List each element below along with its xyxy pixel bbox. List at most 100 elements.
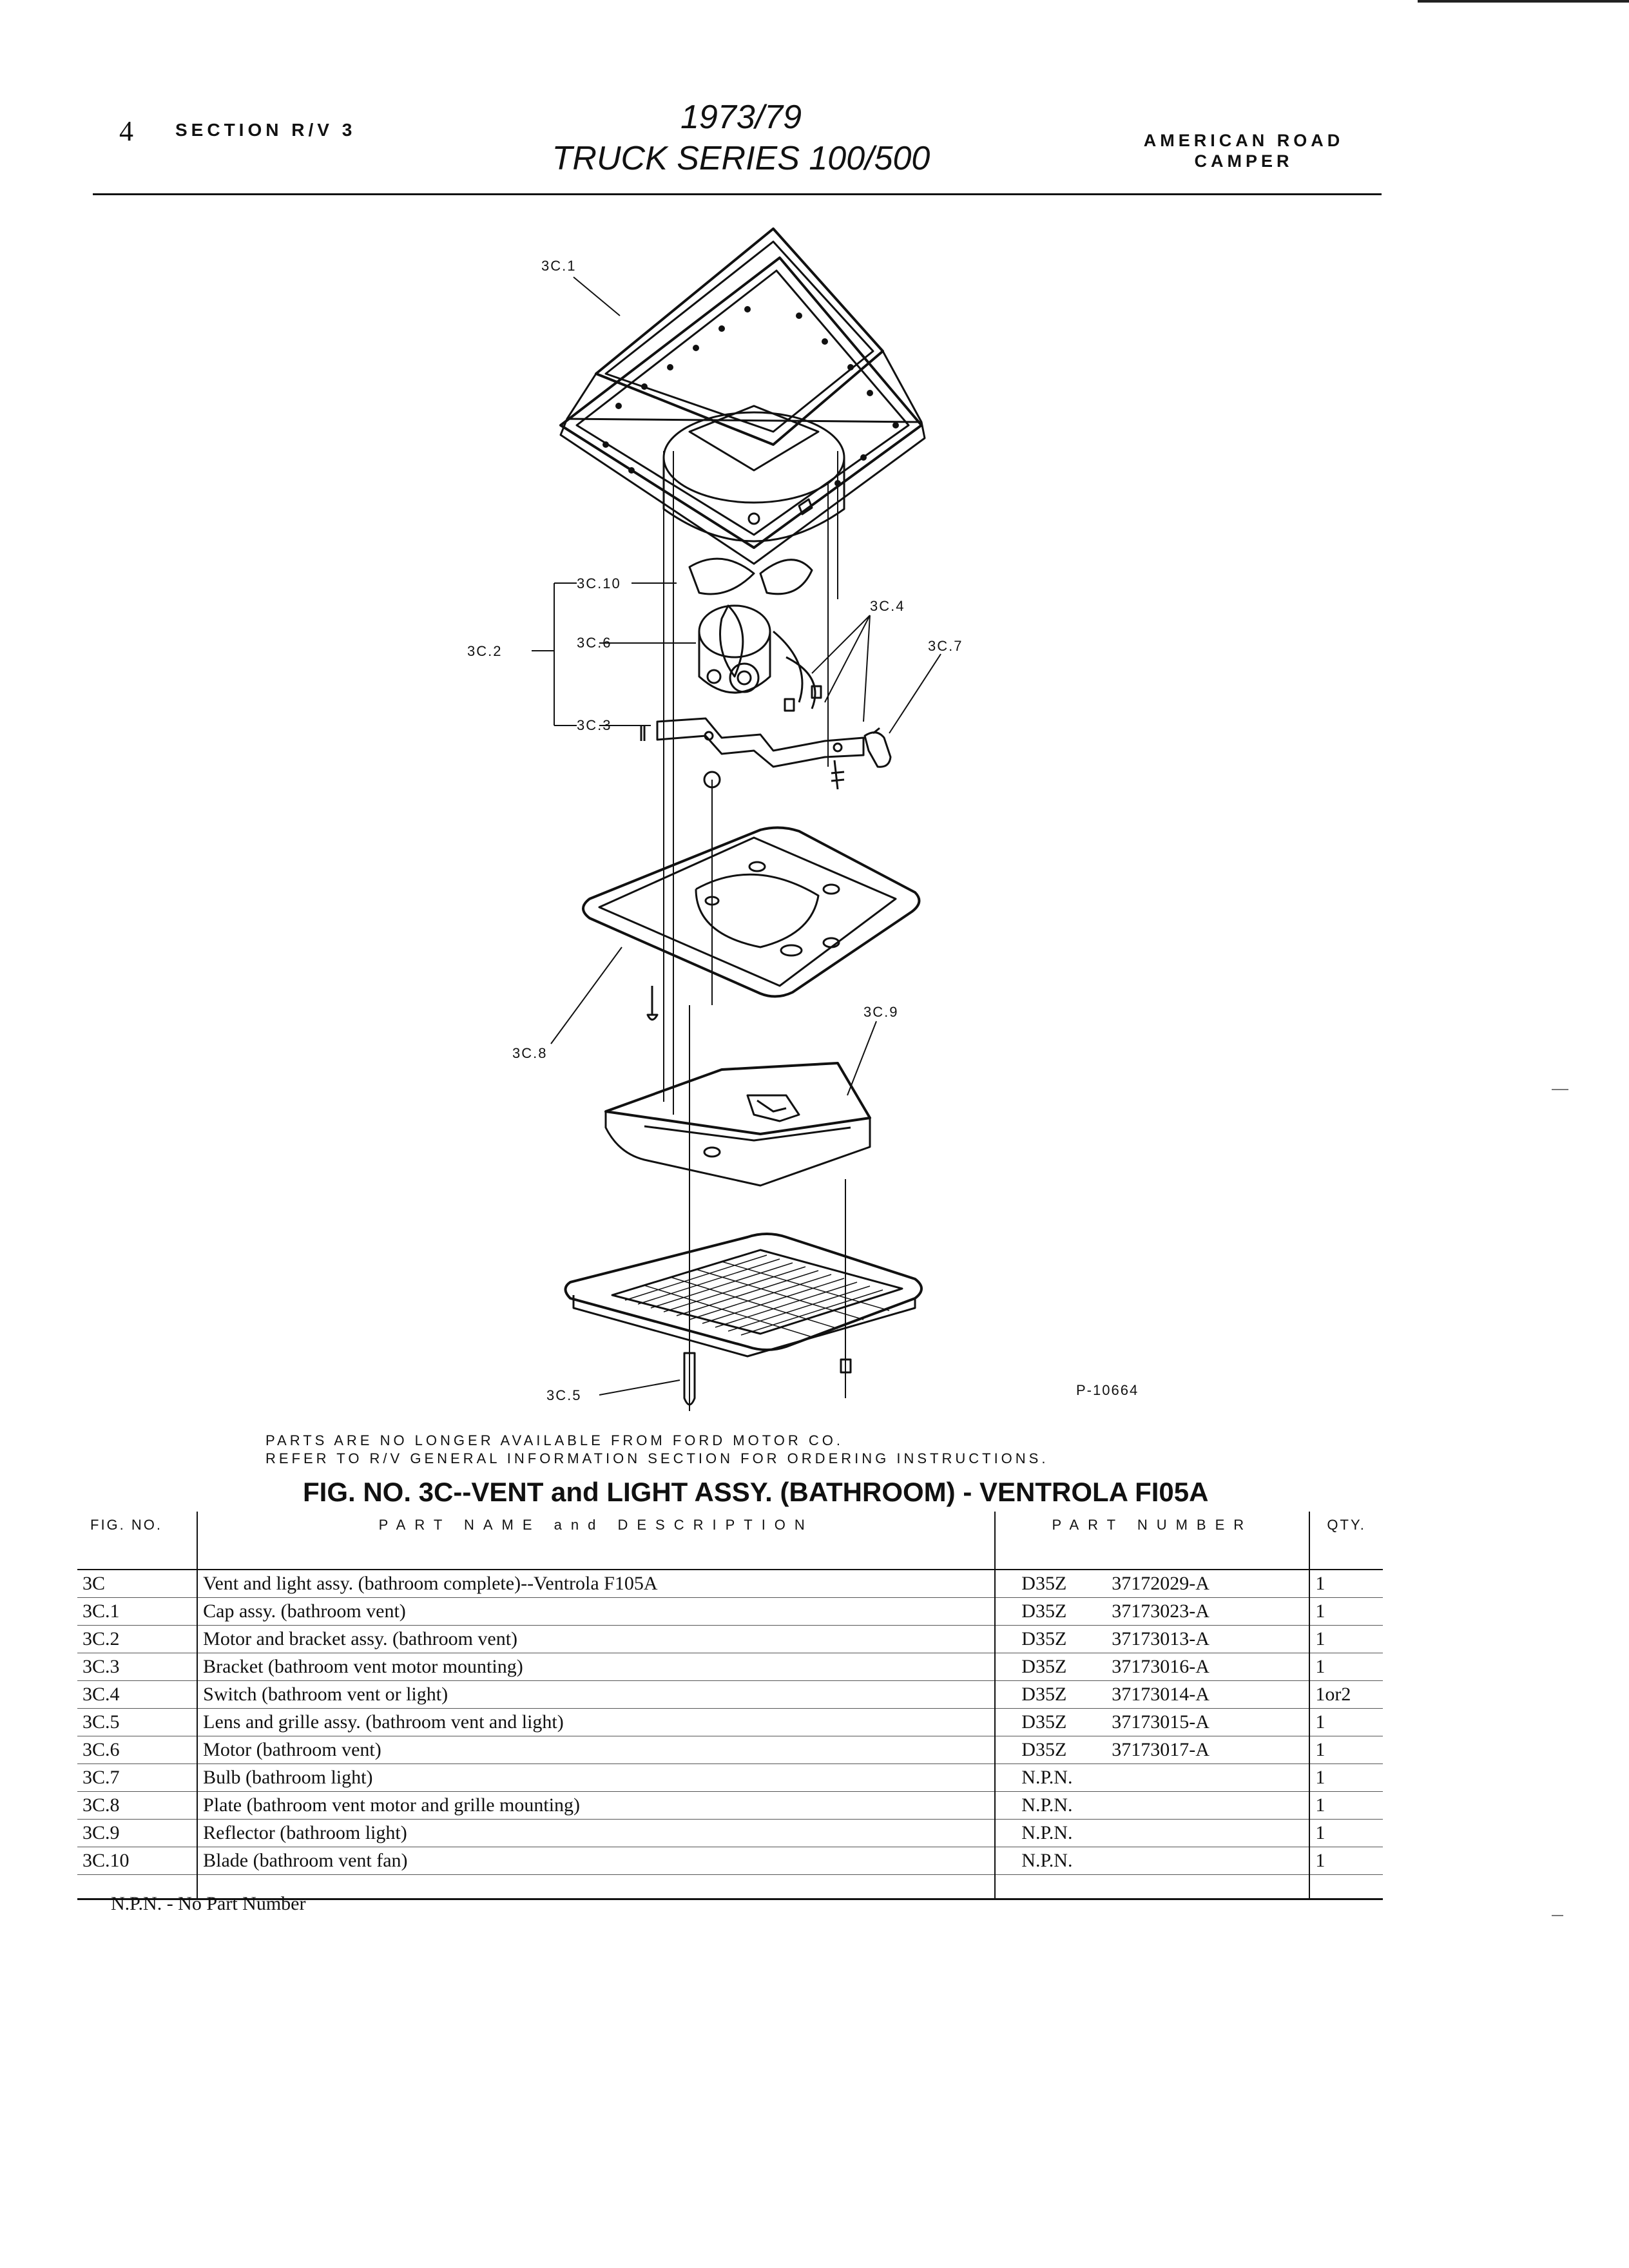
page-number: 4	[119, 115, 133, 147]
bulb-drawing	[863, 727, 892, 768]
cap-assembly-drawing	[559, 227, 926, 565]
callout-3c2: 3C.2	[467, 643, 502, 659]
cell-fig-no: 3C	[77, 1570, 198, 1598]
availability-notice: PARTS ARE NO LONGER AVAILABLE FROM FORD …	[265, 1432, 1048, 1468]
corner-rule	[1418, 0, 1629, 3]
exploded-view-diagram: 3C.1 3C.10 3C.2 3C.6 3C.3 3C.4 3C.7 3C.8…	[467, 227, 1139, 1411]
cell-qty: 1or2	[1309, 1680, 1383, 1709]
cell-qty: 1	[1309, 1708, 1383, 1736]
margin-mark	[1552, 1089, 1568, 1090]
cell-part-number: D35Z 37173014-A	[994, 1680, 1310, 1709]
motor-bracket-drawing	[640, 498, 865, 790]
footnote: N.P.N. - No Part Number	[111, 1893, 306, 1914]
section-label: SECTION R/V 3	[175, 120, 356, 140]
publisher-line2: CAMPER	[1194, 151, 1293, 171]
cell-fig-no: 3C.8	[77, 1791, 198, 1820]
cell-qty: 1	[1309, 1736, 1383, 1764]
cell-qty: 1	[1309, 1847, 1383, 1875]
callout-3c9: 3C.9	[863, 1004, 898, 1020]
part-number-prefix: D35Z	[1021, 1600, 1067, 1622]
cell-description: Plate (bathroom vent motor and grille mo…	[197, 1791, 996, 1820]
cell-qty: 1	[1309, 1570, 1383, 1598]
lens-grille-drawing	[564, 1233, 923, 1406]
figure-title: FIG. NO. 3C--VENT and LIGHT ASSY. (BATHR…	[303, 1477, 1209, 1507]
part-number-value: 37173014-A	[1112, 1684, 1210, 1705]
cell-part-number: N.P.N.	[994, 1791, 1310, 1820]
cell-part-number: D35Z 37173016-A	[994, 1653, 1310, 1681]
cell-qty: 1	[1309, 1625, 1383, 1653]
callout-3c10: 3C.10	[577, 575, 621, 591]
cell-fig-no: 3C.10	[77, 1847, 198, 1875]
callout-3c6: 3C.6	[577, 635, 612, 651]
cell-fig-no: 3C.2	[77, 1625, 198, 1653]
title-year: 1973/79	[680, 99, 802, 136]
part-number-prefix: D35Z	[1021, 1656, 1067, 1677]
cell-description: Motor (bathroom vent)	[197, 1736, 996, 1764]
cell-fig-no: 3C.5	[77, 1708, 198, 1736]
callout-3c1: 3C.1	[541, 258, 576, 274]
cell-qty: 1	[1309, 1819, 1383, 1847]
reflector-drawing	[604, 1062, 871, 1187]
page-title: 1973/79 TRUCK SERIES 100/500	[503, 97, 979, 179]
cell-fig-no: 3C.3	[77, 1653, 198, 1681]
header-part-name: PART NAME and DESCRIPTION	[197, 1512, 996, 1570]
cell-part-number: N.P.N.	[994, 1819, 1310, 1847]
cell-part-number: N.P.N.	[994, 1847, 1310, 1875]
part-number-prefix: N.P.N.	[1021, 1767, 1073, 1788]
mounting-plate-drawing	[582, 826, 921, 1021]
cell-empty	[77, 1874, 198, 1900]
cell-fig-no: 3C.9	[77, 1819, 198, 1847]
part-number-prefix: D35Z	[1021, 1711, 1067, 1733]
cell-empty	[1309, 1874, 1383, 1900]
part-number-prefix: N.P.N.	[1021, 1794, 1073, 1816]
part-number-prefix: D35Z	[1021, 1739, 1067, 1760]
part-number-prefix: D35Z	[1021, 1684, 1067, 1705]
cell-part-number: N.P.N.	[994, 1763, 1310, 1792]
table-header-row: FIG. NO. PART NAME and DESCRIPTION PART …	[77, 1512, 1383, 1570]
cell-fig-no: 3C.7	[77, 1763, 198, 1792]
header-qty: QTY.	[1309, 1512, 1383, 1570]
header-part-number: PART NUMBER	[994, 1512, 1310, 1570]
part-number-value: 37172029-A	[1112, 1573, 1210, 1594]
part-number-prefix: N.P.N.	[1021, 1850, 1073, 1871]
drawing-number: P-10664	[1076, 1382, 1139, 1398]
cell-description: Bracket (bathroom vent motor mounting)	[197, 1653, 996, 1681]
cell-description: Lens and grille assy. (bathroom vent and…	[197, 1708, 996, 1736]
part-number-value: 37173013-A	[1112, 1628, 1210, 1649]
cell-description: Motor and bracket assy. (bathroom vent)	[197, 1625, 996, 1653]
publisher-line1: AMERICAN ROAD	[1143, 131, 1344, 150]
header-rule	[93, 193, 1382, 195]
publisher: AMERICAN ROAD CAMPER	[1121, 130, 1366, 171]
margin-mark	[1552, 1915, 1563, 1916]
part-number-value: 37173023-A	[1112, 1600, 1210, 1622]
part-number-prefix: N.P.N.	[1021, 1822, 1073, 1843]
cell-description: Blade (bathroom vent fan)	[197, 1847, 996, 1875]
cell-fig-no: 3C.1	[77, 1597, 198, 1626]
notice-line2: REFER TO R/V GENERAL INFORMATION SECTION…	[265, 1450, 1049, 1466]
part-number-value: 37173016-A	[1112, 1656, 1210, 1677]
title-series: TRUCK SERIES 100/500	[552, 140, 930, 177]
cell-description: Bulb (bathroom light)	[197, 1763, 996, 1792]
header-fig-no: FIG. NO.	[77, 1512, 198, 1570]
cell-description: Switch (bathroom vent or light)	[197, 1680, 996, 1709]
cell-part-number: D35Z 37173015-A	[994, 1708, 1310, 1736]
cell-description: Vent and light assy. (bathroom complete)…	[197, 1570, 996, 1598]
cell-description: Cap assy. (bathroom vent)	[197, 1597, 996, 1626]
part-number-value: 37173015-A	[1112, 1711, 1210, 1733]
cell-fig-no: 3C.6	[77, 1736, 198, 1764]
